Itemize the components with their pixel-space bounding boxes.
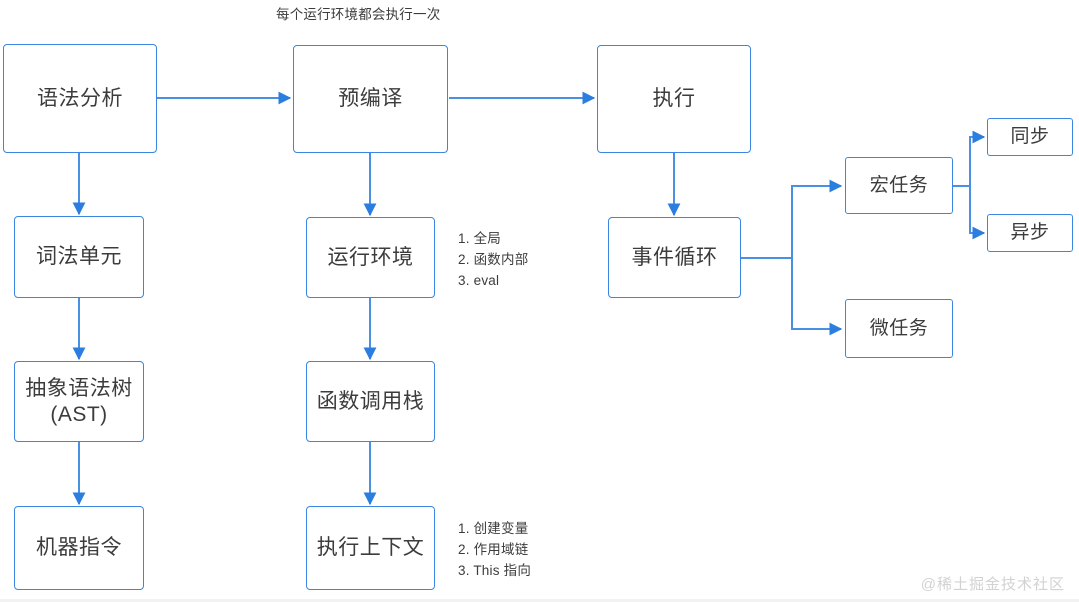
node-lexical-token[interactable]: 词法单元 <box>14 216 144 298</box>
node-precompile[interactable]: 预编译 <box>293 45 448 153</box>
edge-macro-to-sync <box>953 130 986 187</box>
node-event-loop[interactable]: 事件循环 <box>608 217 741 298</box>
note-line: 2. 函数内部 <box>458 251 529 267</box>
node-ast[interactable]: 抽象语法树 (AST) <box>14 361 144 442</box>
node-machine-code[interactable]: 机器指令 <box>14 506 144 590</box>
note-list-execution-context: 1. 创建变量 2. 作用域链 3. This 指向 <box>458 519 531 582</box>
caption-runtime-note: 每个运行环境都会执行一次 <box>276 7 441 22</box>
note-line: 3. eval <box>458 272 500 288</box>
note-line: 3. This 指向 <box>458 562 532 578</box>
edge-macro-to-async <box>969 186 986 240</box>
watermark: @稀土掘金技术社区 <box>920 576 1065 593</box>
node-micro-task[interactable]: 微任务 <box>845 299 953 358</box>
node-syntax-analysis[interactable]: 语法分析 <box>3 44 157 153</box>
note-list-runtime-env: 1. 全局 2. 函数内部 3. eval <box>458 229 528 292</box>
note-line: 1. 全局 <box>458 231 502 246</box>
node-execute[interactable]: 执行 <box>597 45 751 153</box>
node-execution-context[interactable]: 执行上下文 <box>306 506 435 590</box>
node-async[interactable]: 异步 <box>987 214 1073 252</box>
edge-eventloop-to-micro <box>791 258 843 336</box>
edge-eventloop-to-macro <box>741 179 843 259</box>
note-line: 2. 作用域链 <box>458 541 529 557</box>
node-macro-task[interactable]: 宏任务 <box>845 157 953 214</box>
note-line: 1. 创建变量 <box>458 521 529 536</box>
node-sync[interactable]: 同步 <box>987 118 1073 156</box>
node-call-stack[interactable]: 函数调用栈 <box>306 361 435 442</box>
node-runtime-env[interactable]: 运行环境 <box>306 217 435 298</box>
bottom-divider <box>0 599 1079 602</box>
